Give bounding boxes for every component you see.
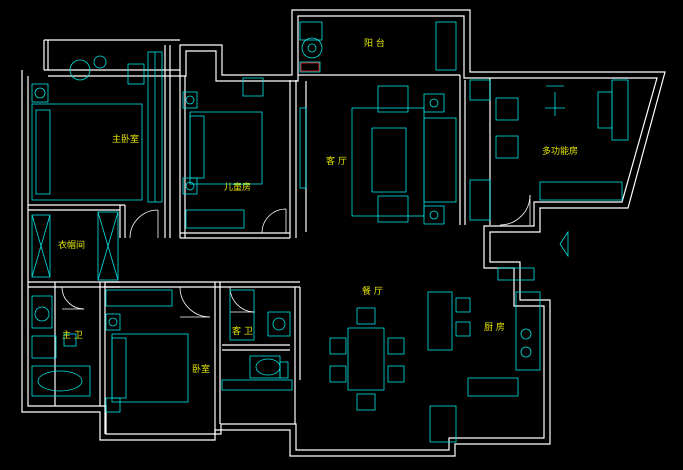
label-dining: 餐 厅 xyxy=(362,287,383,297)
label-bedroom: 卧室 xyxy=(192,365,211,375)
label-kids-room: 儿童房 xyxy=(224,183,252,193)
label-master-bath: 主 卫 xyxy=(62,331,83,341)
label-balcony: 阳 台 xyxy=(364,39,385,49)
walls xyxy=(21,9,666,457)
label-closet: 衣帽间 xyxy=(58,241,86,251)
doors xyxy=(61,194,531,318)
label-multi-room: 多功能房 xyxy=(542,147,579,157)
label-living-room: 客 厅 xyxy=(326,157,347,167)
label-kitchen: 厨 房 xyxy=(484,323,505,333)
label-master-bedroom: 主卧室 xyxy=(112,135,140,145)
balcony-accent xyxy=(300,62,320,72)
furniture xyxy=(31,21,629,443)
label-guest-bath: 客 卫 xyxy=(232,327,253,337)
